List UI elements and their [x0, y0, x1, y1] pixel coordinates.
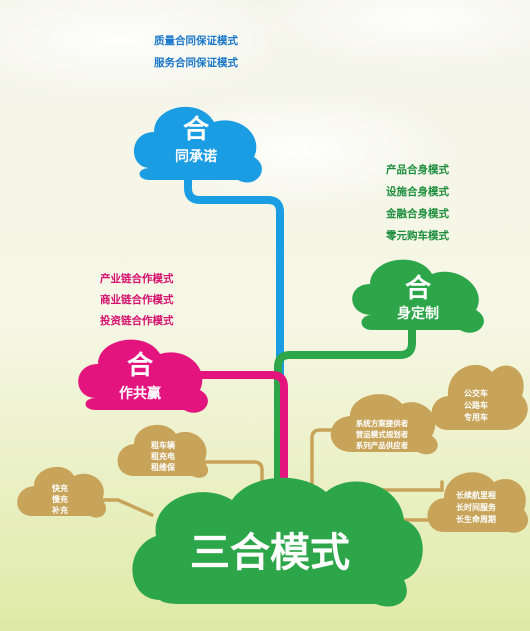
cloud-shape	[427, 472, 529, 533]
list-item: 产品合身模式	[386, 163, 449, 176]
cloud-system: 系统方案提供者 营运模式规划者 系列产品供应者	[330, 394, 438, 455]
list-tongchengnuo: 质量合同保证模式 服务合同保证模式	[154, 34, 238, 69]
list-zuogongying: 产业链合作模式 商业链合作模式 投资链合作模式	[100, 272, 174, 327]
list-item: 设施合身模式	[386, 185, 449, 198]
cloud-line: 专用车	[464, 412, 488, 422]
cloud-shape	[330, 394, 438, 455]
cloud-line: 公路车	[464, 400, 488, 410]
cloud-line: 长时间服务	[456, 502, 497, 512]
list-item: 商业链合作模式	[100, 293, 174, 306]
cloud-rental: 租车辆 租充电 租维保	[117, 424, 209, 478]
list-item: 服务合同保证模式	[154, 56, 238, 69]
cloud-shape	[431, 364, 528, 430]
cloud-shape	[117, 424, 209, 478]
cloud-line: 慢充	[52, 494, 68, 504]
cloud-main: 三合模式	[132, 477, 423, 607]
list-item: 金融合身模式	[385, 207, 449, 220]
cloud-line: 系统方案提供者	[356, 418, 409, 428]
cloud-shape	[132, 477, 423, 607]
cloud-shape	[17, 466, 107, 518]
cloud-line: 租充电	[151, 451, 175, 461]
list-item: 产业链合作模式	[100, 272, 174, 285]
cloud-shape	[133, 106, 262, 183]
cloud-line: 补充	[51, 505, 68, 515]
cloud-line: 租维保	[151, 462, 176, 472]
cloud-line: 快充	[52, 483, 68, 493]
magenta-path	[190, 371, 288, 505]
cloud-shape	[352, 259, 484, 333]
list-shendingzhi: 产品合身模式 设施合身模式 金融合身模式 零元购车模式	[385, 163, 449, 242]
connector-charge	[96, 498, 154, 517]
cloud-tongchengnuo: 合 同承诺	[133, 106, 262, 183]
cloud-line: 营运模式规划者	[356, 429, 409, 439]
cloud-big-char: 合	[405, 273, 432, 304]
green-path	[274, 320, 416, 505]
cloud-life: 长续航里程 长时间服务 长生命周期	[427, 472, 529, 533]
cloud-line: 公交车	[464, 388, 488, 398]
cloud-charge: 快充 慢充 补充	[17, 466, 107, 518]
connector-rental	[193, 460, 264, 502]
cloud-line: 租车辆	[151, 440, 175, 450]
cloud-shendingzhi: 合 身定制	[352, 259, 484, 333]
list-item: 投资链合作模式	[100, 314, 174, 327]
cloud-subtitle: 身定制	[397, 305, 439, 322]
cloud-big-char: 合	[183, 114, 210, 145]
cloud-line: 系列产品供应者	[356, 440, 409, 450]
cloud-line: 长生命周期	[456, 514, 496, 524]
cloud-shape	[78, 339, 208, 413]
list-item: 质量合同保证模式	[154, 34, 238, 47]
cloud-big-char: 合	[127, 350, 154, 381]
cloud-subtitle: 作共赢	[119, 385, 161, 402]
cloud-line: 长续航里程	[456, 490, 496, 500]
bg-cloud-wisp	[260, 0, 530, 70]
main-title: 三合模式	[190, 530, 350, 576]
cloud-zuogongying: 合 作共赢	[78, 339, 208, 413]
bg-cloud-wisp	[0, 0, 300, 100]
cloud-subtitle: 同承诺	[175, 148, 217, 165]
list-item: 零元购车模式	[385, 229, 449, 242]
blue-path	[184, 150, 284, 505]
cloud-bus: 公交车 公路车 专用车	[431, 364, 528, 430]
connector-system	[310, 428, 340, 497]
